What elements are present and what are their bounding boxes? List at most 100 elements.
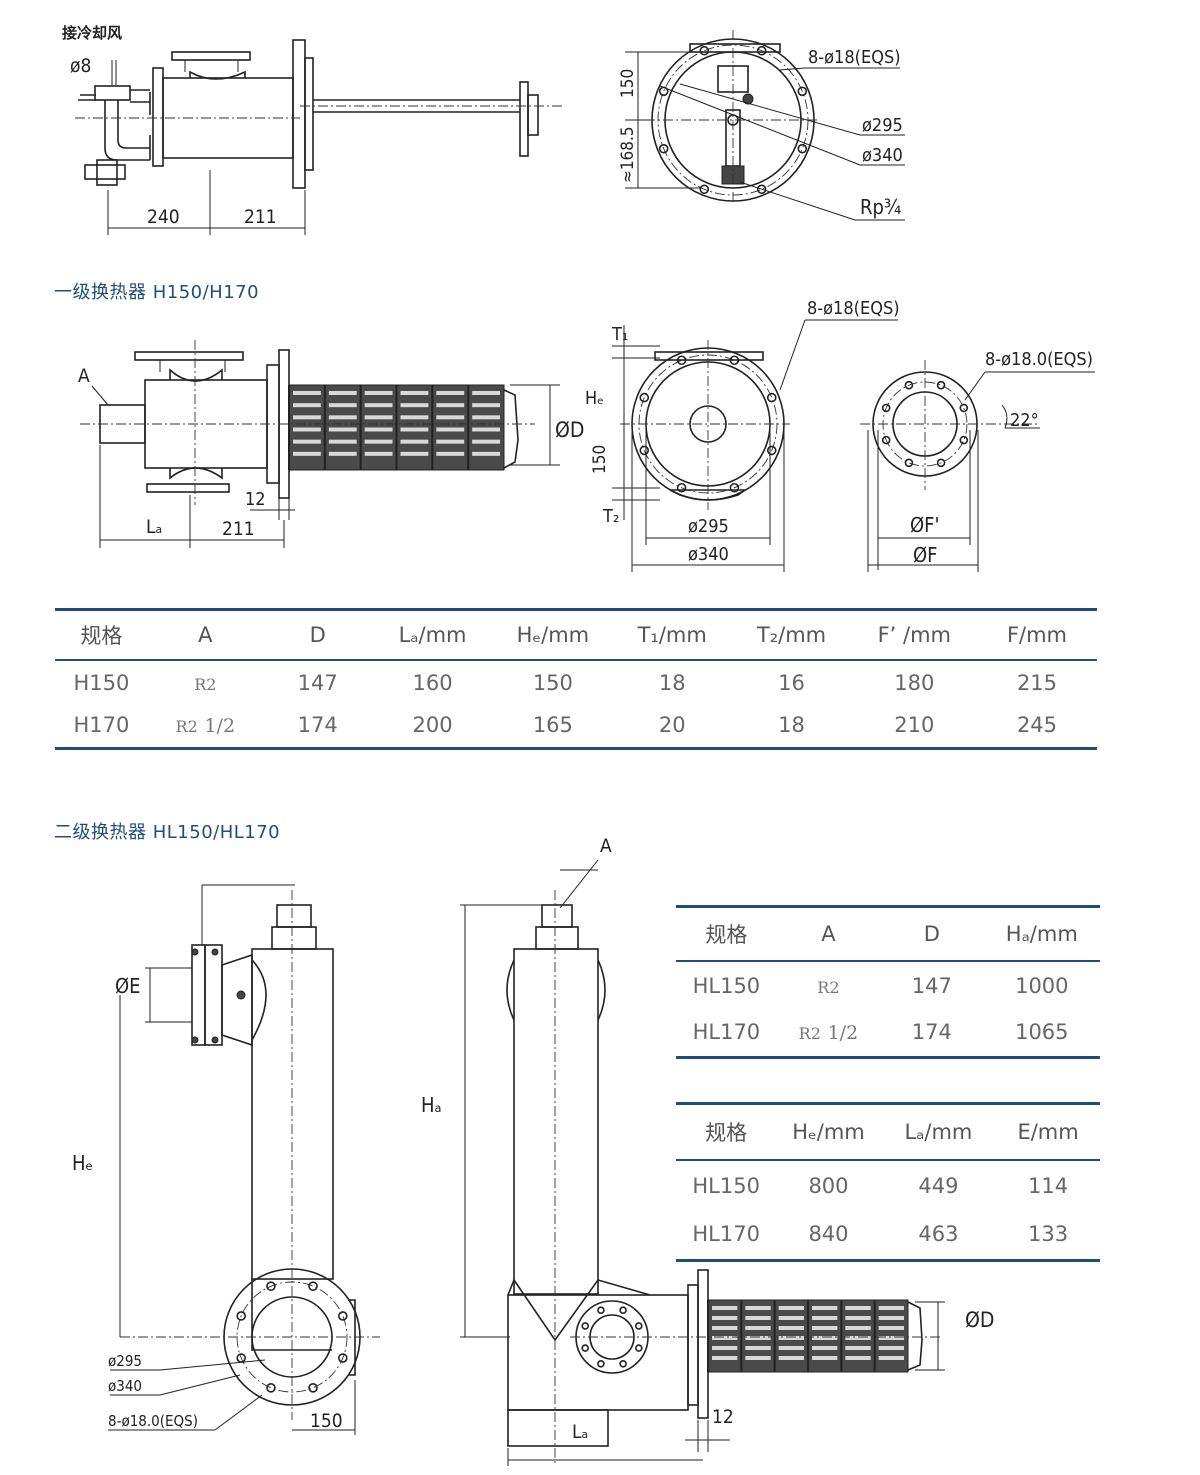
- fin-slot: [712, 1306, 738, 1310]
- fin-slot: [400, 427, 429, 432]
- fin-slot: [293, 439, 321, 444]
- cell-t2: 16: [778, 670, 805, 695]
- label-d295-hl: ø295: [108, 1352, 142, 1370]
- bolt-hole: [756, 45, 767, 56]
- fin-slot: [878, 1306, 904, 1310]
- col-header: E/mm: [1017, 1120, 1079, 1144]
- fin-slot: [328, 415, 357, 420]
- fin-slot: [845, 1346, 871, 1350]
- fin-slot: [293, 391, 321, 395]
- bolt-hole: [308, 1281, 318, 1291]
- bolt-hole: [338, 1353, 348, 1363]
- table-header-row: 规格 Hₑ/mm Lₐ/mm E/mm: [676, 1103, 1100, 1160]
- bolt-hole: [597, 1306, 605, 1315]
- table-row: HL150 R2 147 1000: [676, 961, 1100, 1009]
- bolt-hole: [338, 1311, 348, 1321]
- col-header: 规格: [705, 1121, 748, 1145]
- col-header: D: [309, 623, 326, 647]
- bolt-hole: [676, 482, 687, 493]
- fin-slot: [364, 391, 393, 395]
- fin-slot: [812, 1356, 838, 1360]
- fin-slot: [845, 1326, 871, 1330]
- cell-d: 174: [911, 1020, 952, 1045]
- cell-t2: 18: [778, 713, 805, 738]
- cell-d: 147: [911, 973, 952, 998]
- fin-slot: [778, 1326, 804, 1330]
- fin-slot: [328, 391, 357, 395]
- col-header: 规格: [80, 624, 123, 648]
- a-code: R2: [798, 1024, 821, 1044]
- fin-slot: [745, 1316, 771, 1320]
- dim-168-5: ≈168.5: [618, 126, 638, 183]
- cell-d: 147: [297, 670, 338, 695]
- dim-150-top: 150: [618, 69, 638, 98]
- fin-slot: [778, 1356, 804, 1360]
- fin-slot: [293, 403, 321, 408]
- cell-he: 840: [808, 1222, 849, 1247]
- cell-e: 114: [1028, 1173, 1069, 1198]
- fin-slot: [812, 1316, 838, 1320]
- label-holes-hl: 8-ø18.0(EQS): [108, 1412, 198, 1430]
- fin-slot: [364, 415, 393, 420]
- cell-la: 463: [918, 1222, 959, 1247]
- fin-slot: [712, 1316, 738, 1320]
- cell-e: 133: [1028, 1222, 1069, 1247]
- spec-table-hl-b: 规格 Hₑ/mm Lₐ/mm E/mm HL150 800 449 114 HL…: [676, 1102, 1100, 1262]
- cell-he: 165: [532, 713, 573, 738]
- bolt-hole: [639, 392, 650, 403]
- label-d8: ø8: [70, 55, 91, 77]
- cell-la: 449: [918, 1173, 959, 1198]
- fin-slot: [778, 1346, 804, 1350]
- bolt-hole: [797, 143, 808, 154]
- bolt-hole: [729, 482, 740, 493]
- label-d340-hl: ø340: [108, 1377, 142, 1395]
- section-title-1: 一级换热器 H150/H170: [54, 282, 260, 303]
- bolt-hole: [881, 403, 891, 413]
- label-OD-2: ØD: [965, 1308, 994, 1332]
- bolt-hole: [766, 445, 777, 456]
- dim-150-hl: 150: [310, 1410, 343, 1432]
- fin-slot: [778, 1306, 804, 1310]
- table-header-row: 规格 A D Hₐ/mm: [676, 906, 1100, 961]
- label-rp34: Rp¾: [860, 195, 901, 219]
- cell-a: R2 1/2: [777, 1009, 880, 1057]
- bolt-hole: [619, 1306, 627, 1315]
- label-OE: ØE: [115, 974, 141, 998]
- col-header: Hₑ/mm: [516, 623, 590, 647]
- a-code: R2: [175, 717, 198, 737]
- fin-slot: [400, 415, 429, 420]
- bolt-hole: [619, 1359, 627, 1368]
- label-A-2: A: [600, 835, 612, 857]
- fin-slot: [845, 1316, 871, 1320]
- cell-model: HL170: [692, 1020, 761, 1045]
- col-header: 规格: [705, 923, 748, 947]
- cell-model: HL170: [692, 1222, 760, 1247]
- fin-slot: [293, 427, 321, 432]
- dim-211: 211: [244, 206, 277, 228]
- fin-slot: [364, 403, 393, 408]
- cell-he: 150: [532, 670, 573, 695]
- table-row: H150 R2 147 160 150 18 16 180 215: [55, 660, 1097, 704]
- h150-side-view: A ØD 12 Lₐ 211: [78, 340, 584, 548]
- fin-slot: [472, 439, 500, 444]
- bolt-hole: [959, 403, 969, 413]
- bolt-hole: [266, 1281, 276, 1291]
- fin-slot: [712, 1346, 738, 1350]
- fin-slot: [328, 427, 357, 432]
- fin-slot: [878, 1356, 904, 1360]
- label-OD-1: ØD: [555, 418, 584, 442]
- bolt-hole: [676, 355, 687, 366]
- h150-front-view: 8-ø18(EQS) T₁ Hₑ 150 T₂ ø295 ø340: [585, 298, 900, 572]
- table-row: HL170 R2 1/2 174 1065: [676, 1009, 1100, 1057]
- label-La-1: Lₐ: [146, 516, 162, 538]
- fin-slot: [812, 1306, 838, 1310]
- label-holes-mid: 8-ø18(EQS): [807, 298, 900, 319]
- fin-slot: [328, 439, 357, 444]
- top-side-view: 接冷却风 ø8 240 2: [62, 24, 565, 235]
- bolt-hole: [699, 184, 710, 195]
- fin-slot: [400, 439, 429, 444]
- cell-f: 215: [1016, 670, 1058, 695]
- bolt-hole: [699, 45, 710, 56]
